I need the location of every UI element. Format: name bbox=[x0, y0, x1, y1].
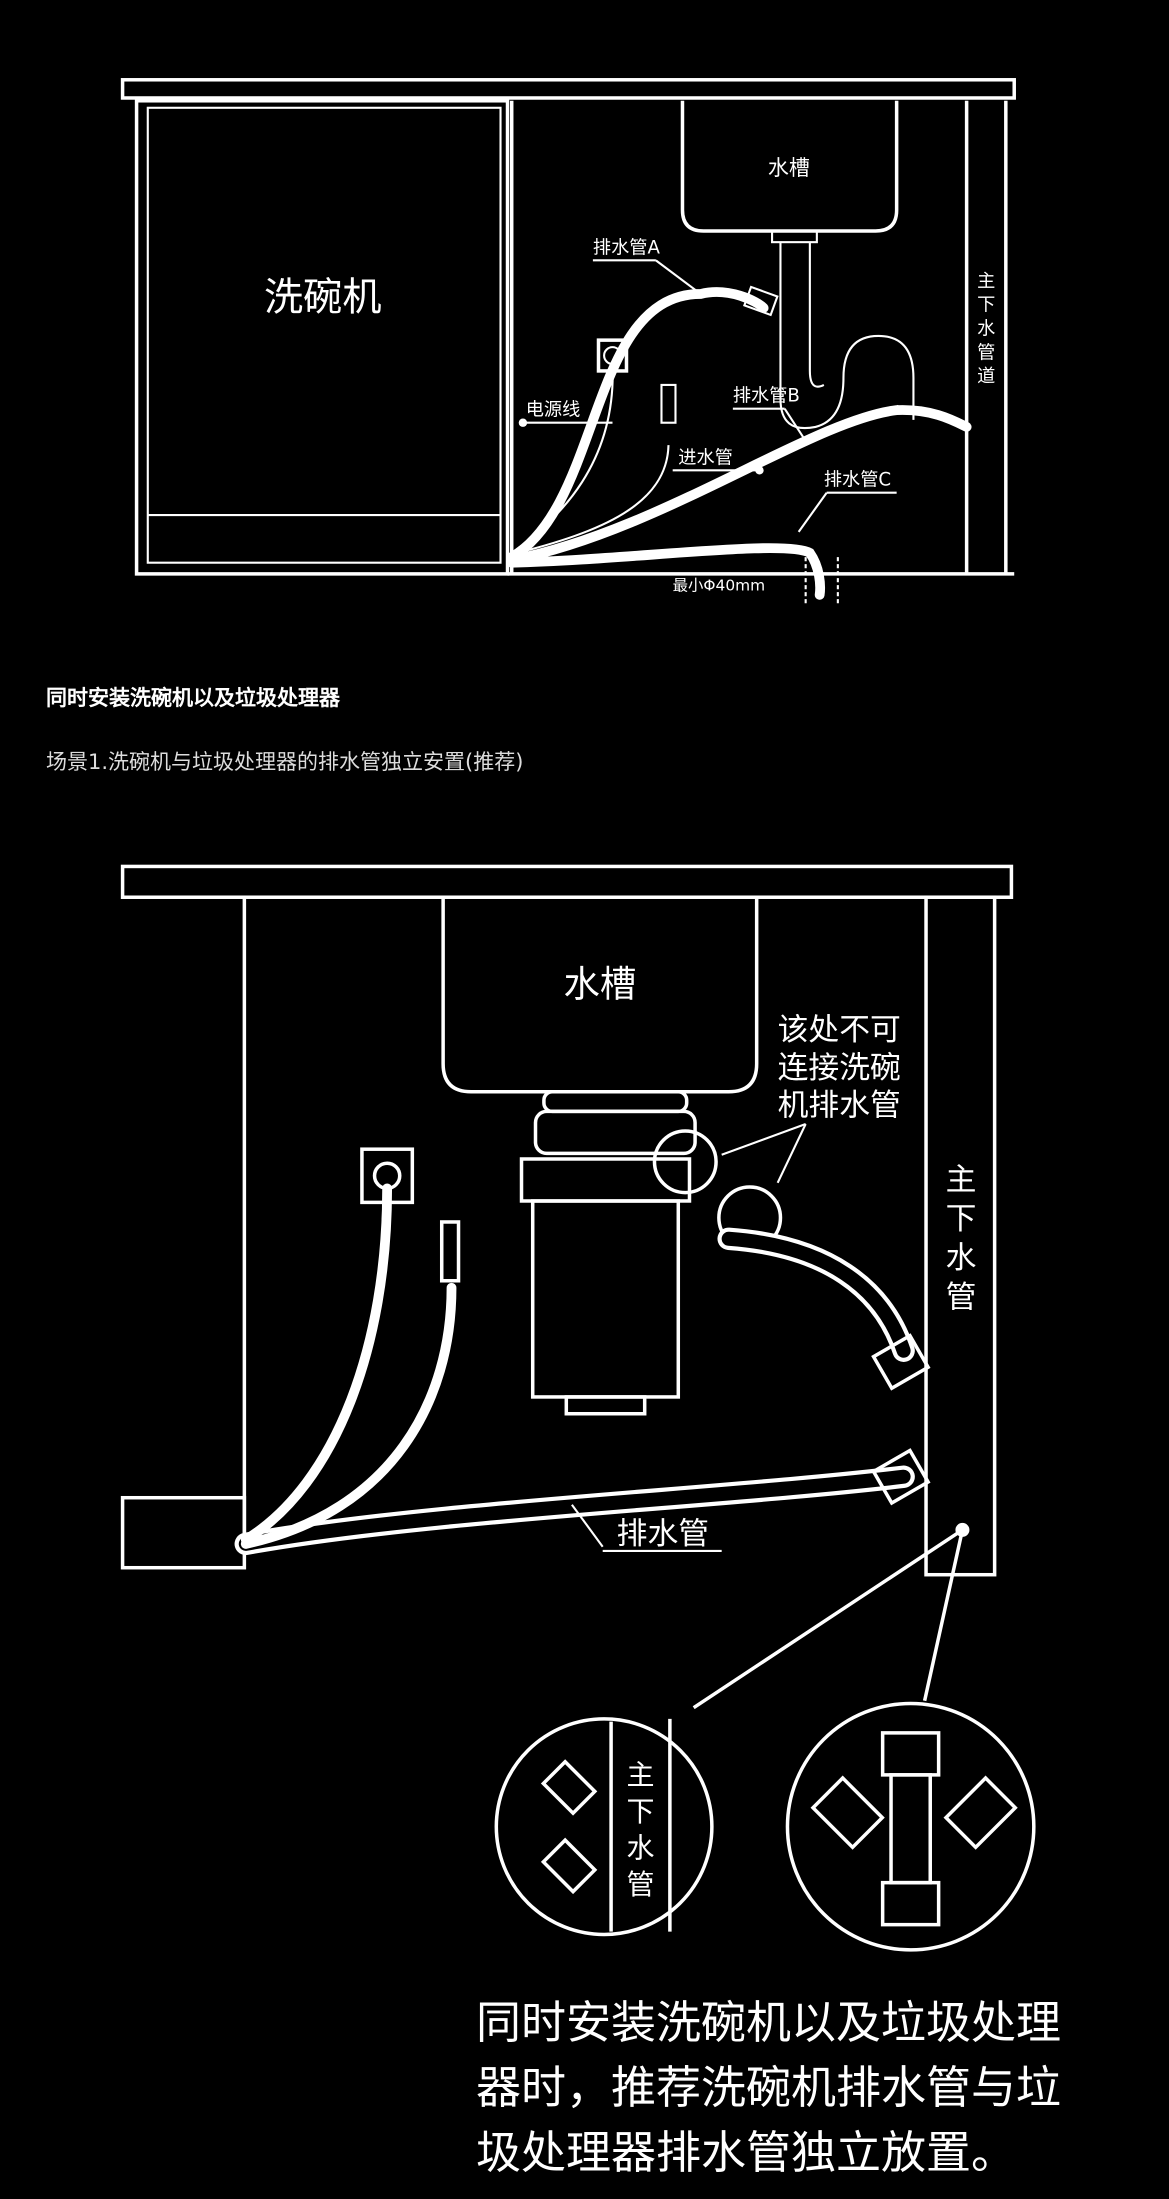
warning-line: 该处不可 bbox=[778, 1012, 901, 1048]
inlet-hose-leader-dot bbox=[755, 466, 764, 475]
lower-pipe-inlet bbox=[871, 1448, 931, 1506]
left-stub bbox=[120, 1495, 247, 1570]
disposer-collar bbox=[533, 1109, 697, 1156]
disposer-base bbox=[564, 1395, 647, 1416]
note-line: 圾处理器排水管独立放置。 bbox=[476, 2126, 1017, 2179]
no-dishwasher-port-marker bbox=[652, 1129, 718, 1195]
fitting-left-branch bbox=[810, 1775, 885, 1850]
main-sewer-label-char: 道 bbox=[977, 366, 995, 387]
power-cord-label: 电源线 bbox=[526, 400, 581, 421]
warning-label: 该处不可 连接洗碗 机排水管 bbox=[778, 1012, 901, 1124]
p-trap-pipe bbox=[779, 242, 915, 430]
detail-circle-fitting bbox=[785, 1701, 1036, 1952]
detail-pipe-label-char: 管 bbox=[626, 1868, 654, 1901]
main-sewer-label: 主 下 水 管 道 bbox=[977, 271, 995, 387]
detail-pipe-label-char: 主 bbox=[626, 1759, 654, 1792]
dishwasher-body bbox=[134, 99, 510, 576]
power-cord bbox=[240, 1183, 393, 1545]
drain-hose-a bbox=[506, 287, 769, 562]
main-pipe bbox=[924, 895, 997, 1577]
main-sewer-label-char: 下 bbox=[977, 295, 995, 316]
main-pipe-label: 主 下 水 管 bbox=[946, 1162, 977, 1316]
main-sewer-label-char: 水 bbox=[977, 319, 995, 340]
sink-drain-flange bbox=[771, 229, 818, 244]
note-line: 器时，推荐洗碗机排水管与垃 bbox=[476, 2061, 1062, 2114]
main-sewer-label-char: 管 bbox=[977, 342, 995, 363]
detail-pipe-label-char: 下 bbox=[626, 1795, 654, 1828]
p-trap-inner-line bbox=[808, 242, 825, 388]
sink-label: 水槽 bbox=[564, 963, 637, 1006]
drain-hose-c bbox=[506, 543, 825, 600]
drain-b-leader-line bbox=[783, 408, 807, 442]
detail-callout-line bbox=[922, 1529, 965, 1702]
drain-a-label: 排水管A bbox=[593, 237, 661, 258]
recommendation-note: 同时安装洗碗机以及垃圾处理 器时，推荐洗碗机排水管与垃 圾处理器排水管独立放置。 bbox=[476, 1990, 1096, 2185]
detail-circle-pipe bbox=[494, 1717, 714, 1937]
drain-a-leader-line bbox=[655, 259, 702, 295]
diagram-dishwasher-drain: 洗碗机 水槽 排水管A 电源线 排水管B 进水管 排水管C 最小 bbox=[120, 78, 1016, 605]
fitting-right-branch bbox=[943, 1775, 1018, 1850]
min-diameter-label: 最小Φ40mm bbox=[673, 577, 765, 595]
disposer-drain-pipe-inner bbox=[721, 1231, 911, 1358]
dishwasher-drain-hose-inner bbox=[238, 1469, 911, 1551]
drain-hose-b bbox=[506, 405, 972, 565]
section-subtitle: 场景1.洗碗机与垃圾处理器的排水管独立安置(推荐) bbox=[46, 750, 524, 774]
drain-b-label: 排水管B bbox=[733, 386, 800, 407]
countertop bbox=[120, 78, 1016, 100]
inlet-hose bbox=[240, 1282, 457, 1549]
main-sewer-label-char: 主 bbox=[977, 271, 995, 292]
inlet-hose bbox=[511, 445, 670, 556]
drain-label: 排水管 bbox=[617, 1516, 709, 1552]
disposer-mount-ring bbox=[542, 1090, 689, 1114]
fitting-top-socket bbox=[880, 1731, 941, 1777]
main-pipe-label-char: 主 bbox=[946, 1162, 977, 1198]
drain-a-connector bbox=[743, 285, 779, 317]
upper-pipe-inlet bbox=[871, 1333, 931, 1391]
inlet-hose-label: 进水管 bbox=[678, 447, 733, 468]
dishwasher-label: 洗碗机 bbox=[264, 276, 382, 321]
warning-line: 机排水管 bbox=[778, 1088, 901, 1124]
warning-leader-line bbox=[721, 1123, 807, 1156]
note-line: 同时安装洗碗机以及垃圾处理 bbox=[476, 1996, 1062, 2049]
main-pipe-label-char: 管 bbox=[946, 1279, 977, 1315]
main-pipe-label-char: 水 bbox=[946, 1240, 977, 1276]
warning-line: 连接洗碗 bbox=[778, 1050, 901, 1086]
countertop bbox=[120, 864, 1014, 899]
detail-callout-line bbox=[692, 1528, 964, 1710]
drain-leader-line bbox=[571, 1504, 604, 1548]
drain-c-leader-line bbox=[797, 492, 828, 533]
section-title: 同时安装洗碗机以及垃圾处理器 bbox=[46, 686, 340, 710]
detail-lower-inlet bbox=[540, 1837, 598, 1895]
detail-pipe-label: 主 下 水 管 bbox=[626, 1759, 654, 1901]
detail-upper-inlet bbox=[540, 1759, 598, 1816]
disposer-upper-body bbox=[519, 1157, 692, 1203]
drain-c-label: 排水管C bbox=[824, 470, 891, 491]
warning-leader-line bbox=[776, 1123, 807, 1184]
garbage-disposer bbox=[519, 1090, 697, 1416]
power-cord bbox=[511, 363, 614, 554]
diagram-with-disposer: 水槽 该处不可 连接洗碗 机排水管 主 下 水 bbox=[120, 864, 1036, 1952]
detail-pipe-label-char: 水 bbox=[626, 1831, 654, 1864]
main-pipe-label-char: 下 bbox=[946, 1201, 977, 1237]
dishwasher-inner-frame bbox=[146, 106, 502, 564]
disposer-motor-body bbox=[530, 1199, 681, 1399]
water-inlet-valve bbox=[660, 383, 677, 424]
fitting-bottom-socket bbox=[880, 1880, 941, 1927]
fitting-body bbox=[889, 1773, 932, 1885]
sink-label: 水槽 bbox=[768, 156, 810, 180]
water-inlet-valve bbox=[439, 1220, 461, 1283]
